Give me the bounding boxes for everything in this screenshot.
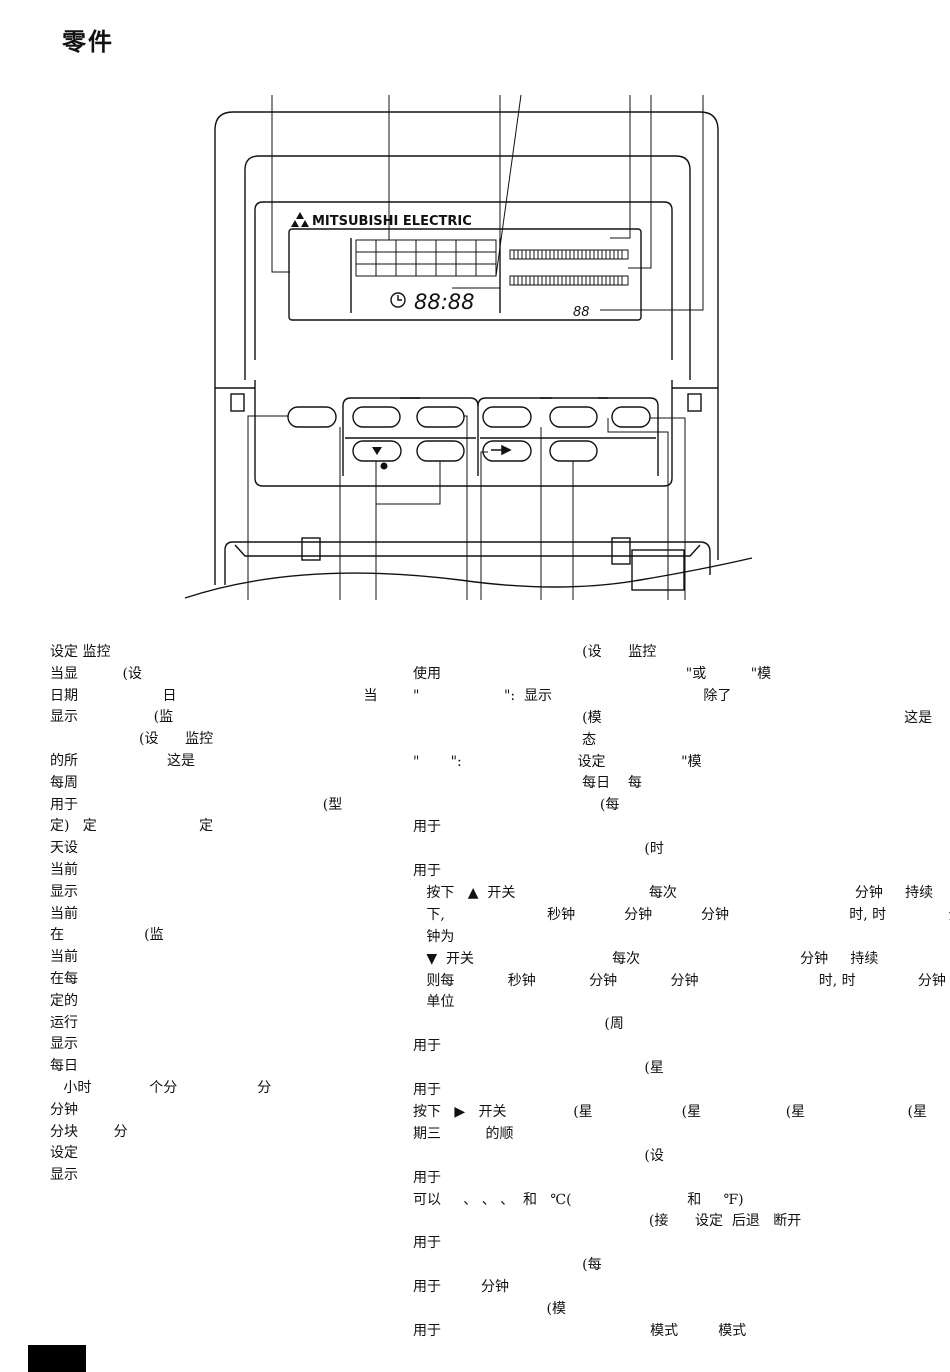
left-column-line: 当前 (50, 862, 78, 878)
right-column-line: 按下 ▶ 开关 (星 (星 (星 (星 (413, 1103, 927, 1120)
right-column-line: 用于 模式 模式 (413, 1322, 747, 1339)
left-column-line: 在每 (50, 971, 78, 987)
left-column-line: 显示 (监 (50, 709, 174, 726)
schedule-grid (355, 239, 497, 277)
right-column-line: 用于 (413, 1235, 441, 1252)
left-column-line: 当前 (50, 949, 78, 966)
right-column-line: 单位 (413, 994, 455, 1011)
right-column-line: 用于 (413, 819, 441, 836)
right-arrow-icon (491, 444, 512, 456)
left-column-line: 在 (监 (50, 927, 164, 944)
left-column-line: 当显 (设 (50, 665, 142, 682)
temp-display: 88 (573, 305, 590, 320)
lcd-screen (288, 228, 642, 321)
right-column-line: ▼ 开关 每次 分钟 持续 (413, 950, 879, 967)
right-column-line: 则每 秒钟 分钟 分钟 时, 时 分钟 (413, 972, 946, 989)
button-panel (254, 380, 673, 487)
button-6 (611, 406, 651, 428)
right-column-line: 下, 秒钟 分钟 分钟 时, 时 分 (413, 906, 950, 923)
left-column-line: 设定 (50, 1145, 78, 1162)
right-column-line: 期三 的顺 (413, 1125, 514, 1142)
right-column-line: " ": 设定 "模 (413, 753, 702, 770)
left-column-line: 当前 (50, 905, 78, 922)
right-column-line: (每 (413, 1257, 602, 1274)
right-column-line: (接 设定 后退 断开 (413, 1213, 802, 1230)
left-column-line: 定的 (50, 992, 78, 1009)
inner-casing (244, 155, 691, 380)
right-column-line: (模 这是 (413, 709, 933, 726)
right-column-line: 按下 ▲ 开关 每次 分钟 持续 (413, 884, 934, 901)
button-8 (549, 440, 598, 462)
button-down (352, 440, 402, 462)
right-column-line: 用于 (413, 1038, 441, 1055)
left-column-line: 分钟 (50, 1101, 78, 1118)
left-column-line: 每周 (50, 774, 78, 791)
button-2 (352, 406, 401, 428)
right-column-line: 用于 (413, 1169, 441, 1186)
button-4 (482, 406, 532, 428)
left-column-line: 设定 监控 (50, 644, 111, 660)
right-column-line: (时 (413, 841, 664, 858)
right-column-line: 可以 、 、 、 和 ℃( 和 ℉) (413, 1191, 744, 1208)
right-column-line: 使用 "或 "模 (413, 665, 772, 682)
page-number-block (28, 1345, 86, 1372)
page-title: 零件 (62, 28, 114, 56)
tear-curve (184, 557, 753, 599)
buttons (287, 406, 651, 462)
left-column-line: 定) 定 定 (50, 818, 214, 835)
right-column-line: " ": 显示 除了 (413, 687, 732, 704)
button-3 (416, 406, 465, 428)
down-arrow-icon (372, 447, 382, 455)
right-column-line: (设 监控 (413, 644, 657, 660)
left-column-line: 显示 (50, 883, 78, 900)
left-column-line: 运行 (50, 1014, 78, 1031)
right-column-line: 用于 分钟 (413, 1279, 510, 1296)
callout-lines (247, 94, 704, 600)
right-column-line: (模 (413, 1301, 566, 1317)
button-1 (287, 406, 337, 428)
left-column-line: 的所 这是 (50, 753, 196, 769)
left-column-line: 小时 个分 分 (50, 1080, 272, 1096)
left-column-line: 分块 分 (50, 1123, 128, 1140)
right-column-line: (星 (413, 1060, 664, 1077)
left-column-line: 用于 (型 (50, 796, 343, 813)
left-column-line: 每日 (50, 1058, 78, 1075)
brand-name: MITSUBISHI ELECTRIC (312, 214, 472, 229)
brand-logo-icon (291, 212, 309, 227)
clock-icon (390, 292, 406, 308)
outer-casing (214, 111, 719, 585)
right-column-line: 钟为 (413, 928, 455, 945)
clock-display: 88:88 (414, 290, 475, 314)
button-right (482, 440, 532, 462)
right-column-line: (每 (413, 797, 620, 814)
left-column-line: 显示 (50, 1036, 78, 1053)
right-column-line: 每日 每 (413, 775, 642, 792)
left-column-line: 显示 (50, 1167, 78, 1184)
left-column-line: 天设 (50, 840, 78, 857)
right-column-line: (设 (413, 1147, 664, 1164)
right-column-line: 用于 (413, 1082, 441, 1098)
left-column-line: (设 监控 (50, 731, 214, 748)
timer-bars (509, 249, 629, 286)
button-5 (549, 406, 598, 428)
right-column-line: 用于 (413, 863, 441, 879)
left-column-line: 日期 日 当 (50, 687, 378, 704)
button-7 (416, 440, 465, 462)
right-column-line: 态 (413, 731, 597, 748)
remote-controller-diagram: MITSUBISHI ELECTRIC 88:88 88 (184, 94, 753, 600)
right-column-line: (周 (413, 1016, 624, 1033)
